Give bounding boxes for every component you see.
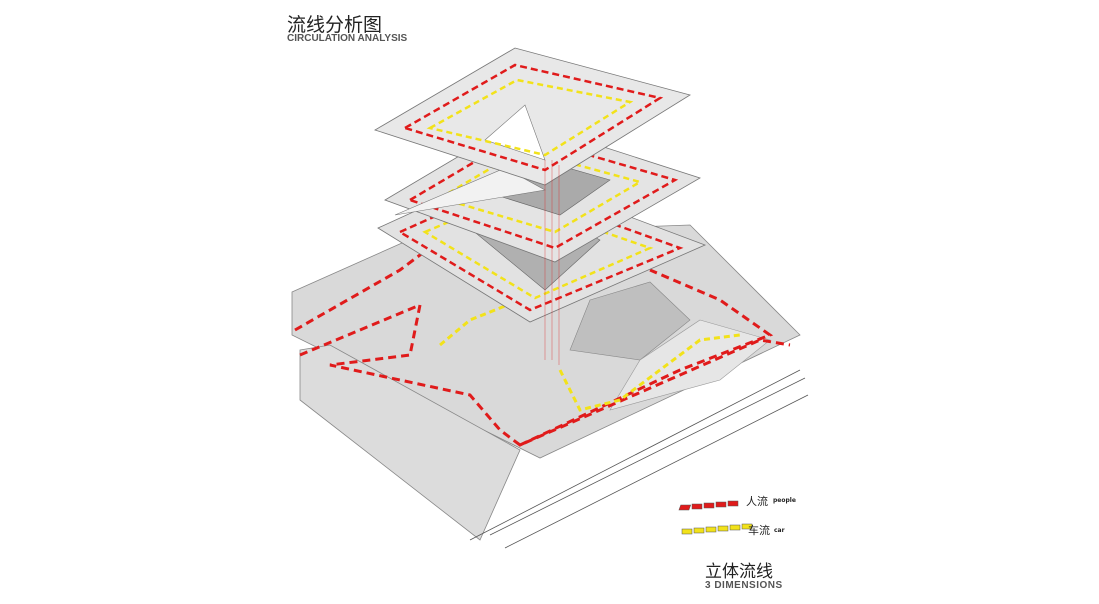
subtitle-english: 3 DIMENSIONS — [705, 580, 783, 591]
legend-car-swatch — [681, 523, 753, 535]
vertical-circulation — [544, 160, 560, 365]
floor-level-3 — [374, 47, 691, 186]
legend-people-label-en: people — [773, 497, 796, 504]
legend-car-label-en: car — [774, 527, 785, 534]
legend-people-swatch — [678, 500, 739, 511]
title-chinese: 流线分析图 — [287, 14, 383, 36]
legend-people-label: 人流 — [746, 495, 768, 508]
subtitle-chinese: 立体流线 — [705, 562, 773, 582]
ground-car-route — [439, 298, 741, 412]
title-english: CIRCULATION ANALYSIS — [287, 33, 408, 44]
legend-car-label: 车流 — [748, 524, 770, 537]
